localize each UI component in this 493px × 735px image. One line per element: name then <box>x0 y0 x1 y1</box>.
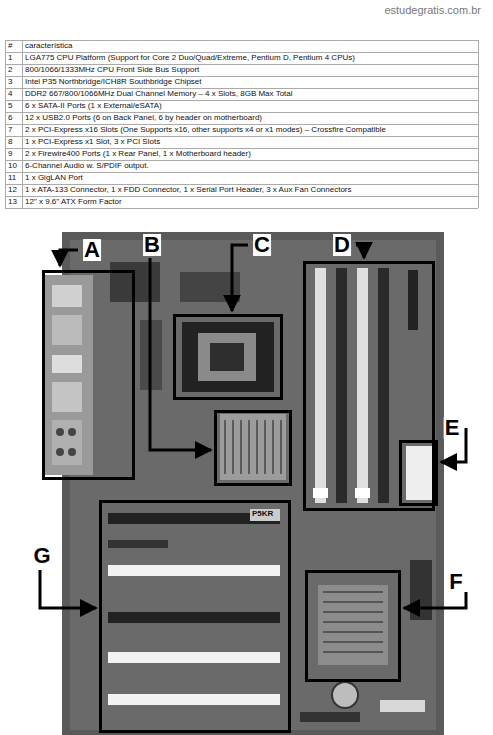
table-cell: 2 x PCI-Express x16 Slots (One Supports … <box>25 124 386 136</box>
table-row-number: 7 <box>8 124 12 136</box>
table-cell: 1 x ATA-133 Connector, 1 x FDD Connector… <box>25 184 352 196</box>
table-row-number: 13 <box>8 196 17 208</box>
table-row-number: 3 <box>8 76 12 88</box>
table-row-number: 5 <box>8 100 12 112</box>
watermark: estudegratis.com.br <box>384 4 481 16</box>
table-row-number: 1 <box>8 52 12 64</box>
table-row-number: 9 <box>8 148 12 160</box>
table-cell: 6 x SATA-II Ports (1 x External/eSATA) <box>25 100 162 112</box>
table-cell: 12" x 9.6" ATX Form Factor <box>25 196 122 208</box>
region-letter: F <box>448 571 463 593</box>
table-cell: 800/1066/1333MHz CPU Front Side Bus Supp… <box>25 64 199 76</box>
table-row-number: 10 <box>8 160 17 172</box>
table-cell: Intel P35 Northbridge/ICH8R Southbridge … <box>25 76 202 88</box>
table-row-number: 6 <box>8 112 12 124</box>
table-row-number: 2 <box>8 64 12 76</box>
region-letter: C <box>253 234 271 256</box>
table-cell: LGA775 CPU Platform (Support for Core 2 … <box>25 52 355 64</box>
region-box: F <box>305 570 401 682</box>
table-row-number: 12 <box>8 184 17 196</box>
region-letter: B <box>143 234 161 256</box>
table-cell: 1 x PCI-Express x1 Slot, 3 x PCI Slots <box>25 136 160 148</box>
region-letter: A <box>83 239 101 261</box>
leader-arrows <box>40 245 466 608</box>
table-cell: DDR2 667/800/1066MHz Dual Channel Memory… <box>25 88 293 100</box>
region-letter: G <box>32 545 51 567</box>
region-letter: E <box>444 417 461 439</box>
region-box: D <box>303 261 435 511</box>
table-cell: característica <box>25 40 73 52</box>
region-box: G <box>99 500 291 733</box>
region-letter: D <box>333 234 351 256</box>
table-row-number: # <box>8 40 12 52</box>
table-cell: 1 x GigLAN Port <box>25 172 83 184</box>
board-print: P5KR <box>252 509 273 518</box>
region-box: B <box>214 410 292 486</box>
region-box: E <box>399 440 438 506</box>
table-grid <box>5 40 479 209</box>
table-cell: 2 x Firewire400 Ports (1 x Rear Panel, 1… <box>25 148 251 160</box>
table-row-number: 8 <box>8 136 12 148</box>
table-row-number: 4 <box>8 88 12 100</box>
table-row-number: 11 <box>8 172 16 184</box>
table-cell: 12 x USB2.0 Ports (6 on Back Panel, 6 by… <box>25 112 262 124</box>
region-box: A <box>42 270 135 480</box>
region-box: C <box>173 314 283 400</box>
motherboard <box>45 232 444 735</box>
label-patch <box>250 509 280 521</box>
table-cell: 6-Channel Audio w. S/PDIF output. <box>25 160 149 172</box>
